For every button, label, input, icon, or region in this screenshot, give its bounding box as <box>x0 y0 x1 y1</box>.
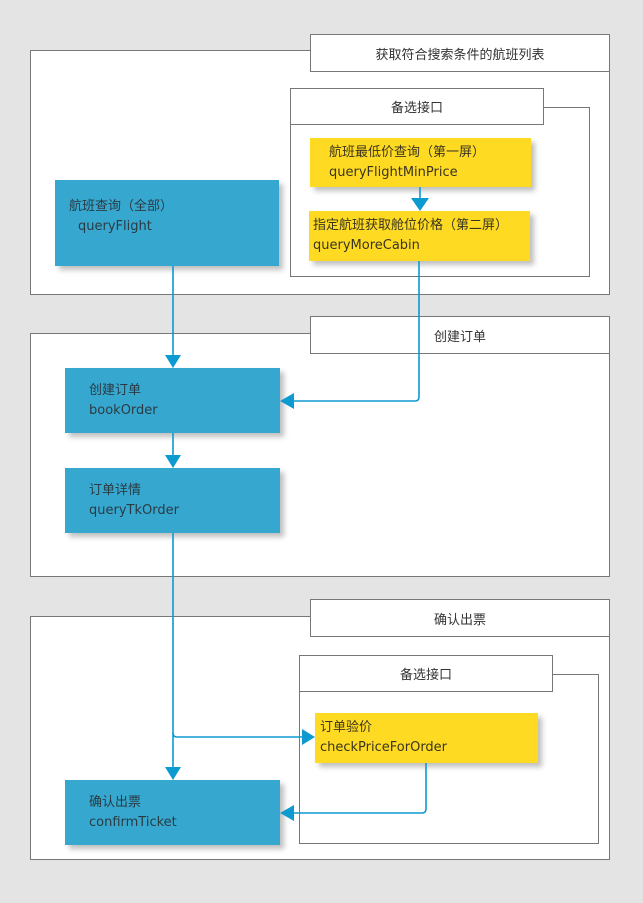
arrowhead-icon <box>411 198 429 211</box>
node-api: checkPriceForOrder <box>320 740 448 755</box>
node-check-price: 订单验价 checkPriceForOrder <box>315 713 538 763</box>
node-label: 订单详情 <box>89 482 142 498</box>
node-api: queryFlightMinPrice <box>329 164 458 180</box>
node-book-order: 创建订单 bookOrder <box>65 368 280 433</box>
section-create-order-title: 创建订单 <box>310 316 610 354</box>
section-flight-list-title: 获取符合搜索条件的航班列表 <box>310 34 610 72</box>
alt-interfaces-title-2: 备选接口 <box>299 655 553 692</box>
node-api: queryFlight <box>78 219 152 234</box>
node-api: queryMoreCabin <box>313 238 420 253</box>
node-api: bookOrder <box>89 402 158 418</box>
connector-detail-to-checkprice <box>172 732 303 738</box>
node-order-detail: 订单详情 queryTkOrder <box>65 468 280 533</box>
node-label: 确认出票 <box>89 794 142 810</box>
arrowhead-icon <box>280 805 294 821</box>
node-label: 创建订单 <box>89 382 142 398</box>
node-confirm-ticket: 确认出票 confirmTicket <box>65 780 280 845</box>
node-api: confirmTicket <box>89 814 177 830</box>
node-api: queryTkOrder <box>89 502 179 518</box>
node-label: 指定航班获取舱位价格（第二屏） <box>313 218 509 233</box>
node-more-cabin: 指定航班获取舱位价格（第二屏） queryMoreCabin <box>309 211 530 261</box>
node-min-price: 航班最低价查询（第一屏） queryFlightMinPrice <box>310 138 531 187</box>
arrowhead-icon <box>280 393 294 409</box>
arrowhead-icon <box>165 355 181 368</box>
arrowhead-icon <box>165 455 181 468</box>
alt-interfaces-title-1: 备选接口 <box>290 88 544 125</box>
node-label: 订单验价 <box>320 720 373 735</box>
node-label: 航班查询（全部） <box>69 199 174 214</box>
node-query-flight: 航班查询（全部） queryFlight <box>55 180 279 266</box>
connector-morecabin-to-bookorder <box>294 261 420 402</box>
section-confirm-ticket-title: 确认出票 <box>310 599 610 637</box>
arrowhead-icon <box>302 729 315 745</box>
connector-checkprice-to-confirm <box>294 763 427 814</box>
arrowhead-icon <box>165 767 181 780</box>
node-label: 航班最低价查询（第一屏） <box>329 144 486 160</box>
